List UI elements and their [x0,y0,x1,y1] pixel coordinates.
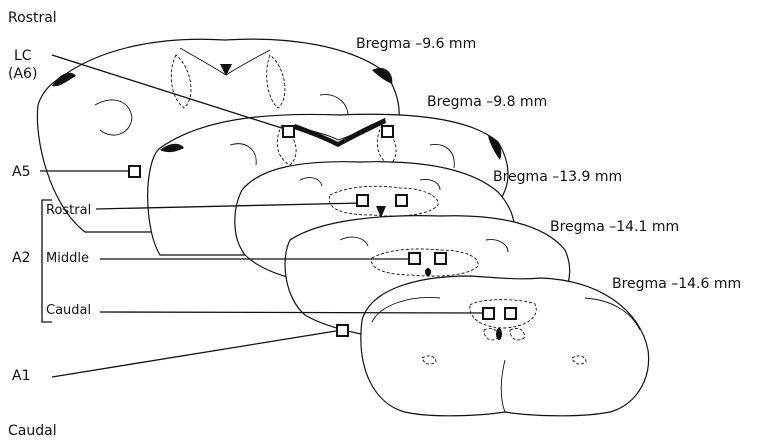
lc-label: LC [14,48,32,64]
caudal-axis-label: Caudal [8,423,57,439]
a2-rostral-label: Rostral [46,203,91,218]
a2-middle-right-box [434,252,447,265]
a2-rostral-right-box [395,194,408,207]
a1-leader-line [51,329,343,378]
a2-rostral-leader-line [95,202,363,210]
a2-middle-label: Middle [46,251,89,266]
a1-label: A1 [12,368,30,384]
bregma-label-9-8: Bregma –9.8 mm [427,94,547,110]
a5-box [128,165,141,178]
a6-label: (A6) [8,66,37,82]
lc-left-box [282,125,295,138]
rostral-axis-label: Rostral [8,10,57,26]
a1-box [336,324,349,337]
a2-caudal-left-box [482,307,495,320]
a2-middle-left-box [408,252,421,265]
a2-caudal-right-box [504,307,517,320]
a5-label: A5 [12,164,30,180]
section-bregma-14-6 [360,275,650,417]
a2-rostral-left-box [356,194,369,207]
bregma-label-14-1: Bregma –14.1 mm [550,219,679,235]
bregma-label-14-6: Bregma –14.6 mm [612,276,741,292]
bregma-label-9-6: Bregma –9.6 mm [356,36,476,52]
a2-bracket [41,199,52,323]
bregma-label-13-9: Bregma –13.9 mm [493,169,622,185]
a2-label: A2 [12,250,30,266]
lc-right-box [381,125,394,138]
lc-leader-line [51,54,289,131]
a2-caudal-label: Caudal [46,303,91,318]
a2-caudal-leader-line [99,311,489,314]
